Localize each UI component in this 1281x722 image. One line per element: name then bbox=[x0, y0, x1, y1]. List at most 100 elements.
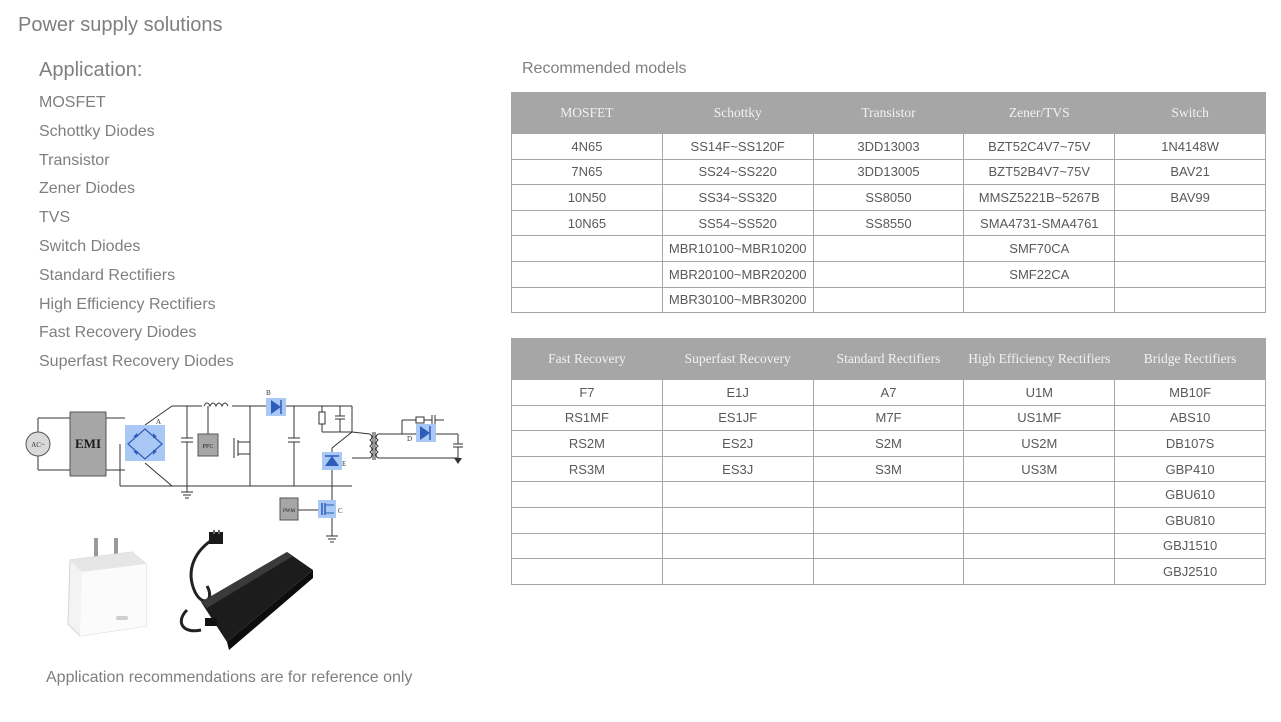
table-cell: SMF22CA bbox=[963, 260, 1116, 288]
column-header: Fast Recovery bbox=[511, 338, 663, 380]
table-cell bbox=[963, 286, 1116, 314]
table-row: F7 E1J A7 U1M MB10F bbox=[511, 379, 1266, 406]
table-header-row: MOSFET Schottky Transistor Zener/TVS Swi… bbox=[511, 92, 1266, 134]
table-cell: DB107S bbox=[1114, 430, 1266, 457]
table-cell: 10N50 bbox=[511, 184, 663, 211]
table-row: 10N50 SS34~SS320 SS8050 MMSZ5221B~5267B … bbox=[511, 184, 1266, 211]
column-header: Transistor bbox=[812, 92, 965, 134]
table-cell: 10N65 bbox=[511, 209, 663, 237]
table-cell: GBJ2510 bbox=[1114, 558, 1266, 585]
table-cell: SS54~SS520 bbox=[661, 209, 814, 237]
label-e: E bbox=[342, 460, 346, 468]
application-item: TVS bbox=[39, 209, 71, 227]
table-cell bbox=[812, 260, 965, 288]
label-b: B bbox=[266, 389, 271, 397]
table-cell bbox=[511, 558, 663, 585]
table-cell: SMF70CA bbox=[963, 235, 1116, 262]
application-heading: Application: bbox=[39, 59, 143, 81]
table-cell: BZT52C4V7~75V bbox=[963, 133, 1116, 160]
table-cell bbox=[812, 532, 965, 560]
column-header: Superfast Recovery bbox=[661, 338, 814, 380]
table-row: MBR30100~MBR30200 bbox=[511, 286, 1266, 314]
table-cell: ES3J bbox=[661, 455, 814, 483]
table-cell: MBR30100~MBR30200 bbox=[661, 286, 814, 314]
table-cell bbox=[661, 558, 814, 585]
recommended-models-table-bottom: Fast Recovery Superfast Recovery Standar… bbox=[511, 338, 1266, 585]
table-row: MBR20100~MBR20200 SMF22CA bbox=[511, 260, 1266, 288]
table-row: MBR10100~MBR10200 SMF70CA bbox=[511, 235, 1266, 262]
column-header: Bridge Rectifiers bbox=[1114, 338, 1266, 380]
wall-charger-image bbox=[67, 538, 147, 637]
table-cell bbox=[511, 260, 663, 288]
recommended-models-heading: Recommended models bbox=[522, 60, 687, 77]
application-item: Standard Rectifiers bbox=[39, 266, 176, 284]
table-row: 10N65 SS54~SS520 SS8550 SMA4731-SMA4761 bbox=[511, 209, 1266, 237]
table-cell: MBR20100~MBR20200 bbox=[661, 260, 814, 288]
table-cell: BAV21 bbox=[1114, 158, 1266, 186]
pfc-label: PFC bbox=[203, 444, 214, 450]
table-row: RS2M ES2J S2M US2M DB107S bbox=[511, 430, 1266, 457]
label-a: A bbox=[156, 418, 161, 426]
emi-label: EMI bbox=[75, 436, 101, 451]
column-header: MOSFET bbox=[511, 92, 663, 134]
table-cell bbox=[511, 506, 663, 534]
application-item: High Efficiency Rectifiers bbox=[39, 295, 216, 313]
table-cell bbox=[661, 481, 814, 508]
table-cell bbox=[661, 532, 814, 560]
laptop-adapter-image bbox=[179, 530, 313, 650]
application-item: Schottky Diodes bbox=[39, 122, 155, 140]
table-cell bbox=[812, 286, 965, 314]
table-cell: 3DD13005 bbox=[812, 158, 965, 186]
application-item: Switch Diodes bbox=[39, 237, 141, 255]
table-cell: S2M bbox=[812, 430, 965, 457]
table-cell: RS1MF bbox=[511, 404, 663, 432]
table-cell bbox=[812, 235, 965, 262]
application-list: MOSFET Schottky Diodes Transistor Zener … bbox=[39, 92, 234, 380]
table-row: RS1MF ES1JF M7F US1MF ABS10 bbox=[511, 404, 1266, 432]
table-cell: SMA4731-SMA4761 bbox=[963, 209, 1116, 237]
table-cell: MBR10100~MBR10200 bbox=[661, 235, 814, 262]
table-cell: SS8550 bbox=[812, 209, 965, 237]
table-cell: ABS10 bbox=[1114, 404, 1266, 432]
table-cell: BAV99 bbox=[1114, 184, 1266, 211]
table-header-row: Fast Recovery Superfast Recovery Standar… bbox=[511, 338, 1266, 380]
table-cell bbox=[1114, 209, 1266, 237]
table-cell: 4N65 bbox=[511, 133, 663, 160]
table-row: GBU810 bbox=[511, 506, 1266, 534]
label-d: D bbox=[407, 435, 412, 443]
table-cell: M7F bbox=[812, 404, 965, 432]
table-cell bbox=[1114, 260, 1266, 288]
column-header: High Efficiency Rectifiers bbox=[963, 338, 1116, 380]
table-cell: SS24~SS220 bbox=[661, 158, 814, 186]
table-cell bbox=[812, 481, 965, 508]
table-cell: RS3M bbox=[511, 455, 663, 483]
table-cell: A7 bbox=[812, 379, 965, 406]
application-item: Fast Recovery Diodes bbox=[39, 324, 197, 342]
table-cell: GBU810 bbox=[1114, 506, 1266, 534]
column-header: Zener/TVS bbox=[963, 92, 1116, 134]
table-cell: F7 bbox=[511, 379, 663, 406]
page-title: Power supply solutions bbox=[18, 14, 223, 36]
table-row: 4N65 SS14F~SS120F 3DD13003 BZT52C4V7~75V… bbox=[511, 133, 1266, 160]
table-cell: GBP410 bbox=[1114, 455, 1266, 483]
table-cell: 1N4148W bbox=[1114, 133, 1266, 160]
table-row: GBJ1510 bbox=[511, 532, 1266, 560]
application-item: Transistor bbox=[39, 151, 110, 169]
table-cell bbox=[1114, 235, 1266, 262]
table-cell: US1MF bbox=[963, 404, 1116, 432]
table-row: GBU610 bbox=[511, 481, 1266, 508]
table-cell: ES2J bbox=[661, 430, 814, 457]
application-item: MOSFET bbox=[39, 94, 106, 111]
table-cell bbox=[661, 506, 814, 534]
column-header: Schottky bbox=[661, 92, 814, 134]
ac-source-label: AC~ bbox=[31, 441, 45, 449]
table-cell bbox=[812, 506, 965, 534]
column-header: Standard Rectifiers bbox=[812, 338, 965, 380]
table-cell: U1M bbox=[963, 379, 1116, 406]
table-cell: US2M bbox=[963, 430, 1116, 457]
table-cell bbox=[812, 558, 965, 585]
circuit-diagram: AC~ EMI A PFC B E PWM C D bbox=[25, 389, 463, 543]
table-cell bbox=[963, 532, 1116, 560]
table-cell: S3M bbox=[812, 455, 965, 483]
table-cell bbox=[511, 481, 663, 508]
